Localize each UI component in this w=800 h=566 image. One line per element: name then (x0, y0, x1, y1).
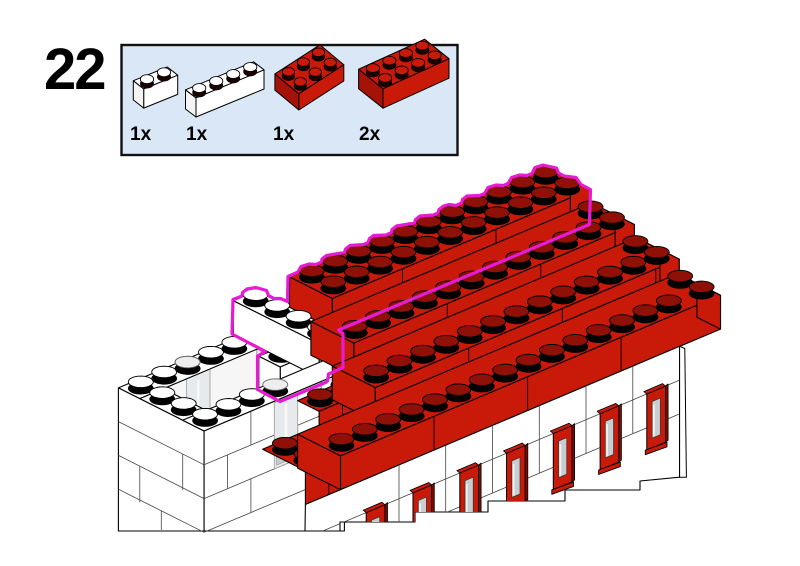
svg-text:1x: 1x (273, 124, 295, 145)
svg-text:1x: 1x (186, 124, 208, 145)
svg-text:2x: 2x (359, 124, 381, 145)
svg-text:1x: 1x (130, 124, 152, 145)
svg-text:22: 22 (44, 37, 105, 102)
